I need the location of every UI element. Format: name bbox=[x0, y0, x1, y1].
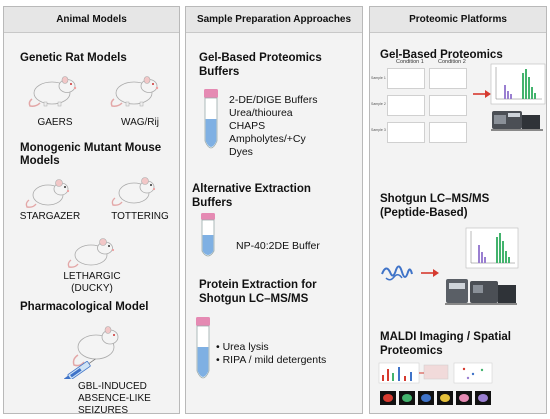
tube-icon bbox=[204, 89, 218, 149]
red-arrow-icon bbox=[473, 90, 491, 98]
protein-extraction-title-2: Shotgun LC–MS/MS bbox=[199, 293, 309, 305]
tube-icon bbox=[196, 317, 210, 379]
condition-2-label: Condition 2 bbox=[438, 59, 466, 65]
genetic-rat-models-title: Genetic Rat Models bbox=[20, 52, 127, 64]
gel-buffers-title-1: Gel-Based Proteomics bbox=[199, 52, 322, 64]
tube-icon bbox=[201, 213, 215, 257]
monogenic-mouse-models-title: Monogenic Mutant Mouse Models bbox=[20, 142, 162, 167]
protein-extraction-item: • RIPA / mild detergents bbox=[216, 354, 327, 366]
rat-icon bbox=[28, 76, 77, 107]
sample-label: Sample 2 bbox=[371, 102, 386, 106]
stargazer-label: STARGAZER bbox=[19, 211, 81, 222]
protein-extraction-item: • Urea lysis bbox=[216, 341, 269, 353]
maldi-title-2: Proteomics bbox=[380, 345, 443, 357]
ducky-label: (DUCKY) bbox=[71, 283, 113, 294]
sample-label: Sample 3 bbox=[371, 128, 386, 132]
gel-buffers-title-2: Buffers bbox=[199, 66, 240, 78]
proteomic-platforms-header: Proteomic Platforms bbox=[370, 7, 546, 33]
pharmacological-model-title: Pharmacological Model bbox=[20, 301, 149, 313]
mass-spectrum-icon bbox=[490, 63, 546, 131]
sample-preparation-panel: Sample Preparation Approaches Gel-Based … bbox=[185, 6, 363, 414]
gbl-label-2: ABSENCE-LIKE bbox=[78, 393, 151, 404]
protein-icon bbox=[381, 265, 413, 281]
rat-injection-icon bbox=[64, 326, 119, 379]
proteomic-platforms-panel: Proteomic Platforms Gel-Based Proteomics… bbox=[369, 6, 547, 414]
shotgun-title-1: Shotgun LC–MS/MS bbox=[380, 193, 490, 205]
gel-item: Ampholytes/+Cy bbox=[229, 133, 306, 145]
gbl-label-1: GBL-INDUCED bbox=[78, 381, 147, 392]
condition-1-label: Condition 1 bbox=[396, 59, 424, 65]
lethargic-label: LETHARGIC bbox=[63, 271, 121, 282]
shotgun-title-2: (Peptide-Based) bbox=[380, 207, 468, 219]
sample-preparation-header: Sample Preparation Approaches bbox=[186, 7, 362, 33]
rat-icon bbox=[110, 76, 159, 107]
gbl-label-3: SEIZURES bbox=[78, 405, 129, 416]
tottering-label: TOTTERING bbox=[111, 211, 169, 222]
mouse-icon bbox=[111, 177, 156, 206]
gel-image bbox=[387, 95, 425, 116]
alt-buffers-title-1: Alternative Extraction bbox=[192, 183, 311, 195]
alt-buffer-item: NP-40:2DE Buffer bbox=[236, 240, 320, 252]
gel-image bbox=[429, 95, 467, 116]
maldi-imaging-icon bbox=[378, 362, 493, 405]
mouse-icon bbox=[25, 179, 70, 208]
wag-rij-label: WAG/Rij bbox=[121, 117, 159, 128]
gel-item: Dyes bbox=[229, 146, 253, 158]
alt-buffers-title-2: Buffers bbox=[192, 197, 233, 209]
gaers-label: GAERS bbox=[37, 117, 73, 128]
mouse-icon bbox=[67, 238, 115, 268]
gel-item: Urea/thiourea bbox=[229, 107, 293, 119]
gel-item: 2-DE/DIGE Buffers bbox=[229, 94, 318, 106]
lc-ms-instrument-icon bbox=[445, 227, 519, 305]
maldi-title-1: MALDI Imaging / Spatial bbox=[380, 331, 511, 343]
gel-proteomics-title: Gel-Based Proteomics bbox=[380, 49, 503, 61]
animal-models-header: Animal Models bbox=[4, 7, 179, 33]
gel-image bbox=[387, 122, 425, 143]
sample-label: Sample 1 bbox=[371, 76, 386, 80]
red-arrow-icon bbox=[421, 269, 439, 277]
animal-models-panel: Animal Models Genetic Rat Models GAERS W… bbox=[3, 6, 180, 416]
gel-image bbox=[429, 122, 467, 143]
gel-image bbox=[429, 68, 467, 89]
protein-extraction-title-1: Protein Extraction for bbox=[199, 279, 317, 291]
gel-image bbox=[387, 68, 425, 89]
gel-item: CHAPS bbox=[229, 120, 266, 132]
